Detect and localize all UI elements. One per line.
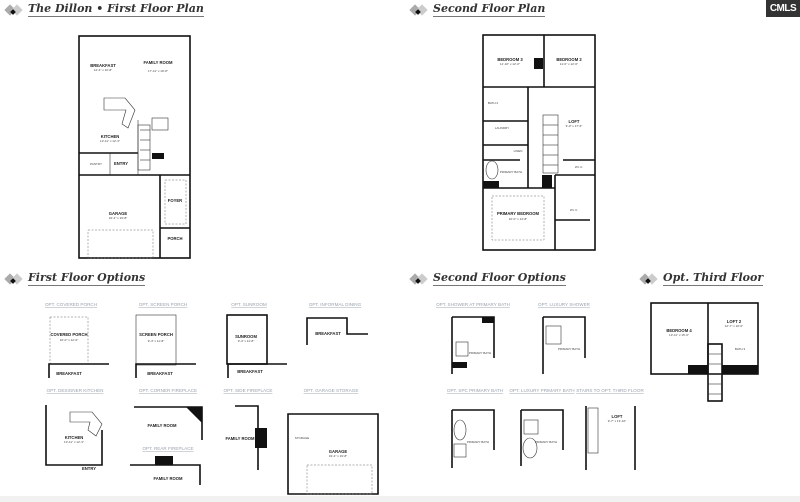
room-dimensions: 19'-4" x 19'-8" [109,216,127,220]
option-caption: STAIRS TO OPT. THIRD FLOOR [576,388,644,393]
second-floor-options: OPT. SHOWER AT PRIMARY BATH PRIMARY BATH… [436,302,644,470]
room-label: W.I.C. [575,165,583,169]
page-footer-strip [0,496,800,502]
room-dimensions: 12'-7" x 10'-0" [725,324,743,328]
room-label: KITCHEN [65,435,84,440]
section-title: First Floor Options [28,271,146,286]
option-caption: OPT. SPC PRIMARY BATH [447,388,503,393]
room-label: LINEN [514,149,523,153]
room-dimensions: 17'-11" x 19'-8" [148,69,168,73]
room-label: SCREEN PORCH [139,332,173,337]
room-label: FOYER [168,198,182,203]
first-floor-header: The Dillon • First Floor Plan [4,2,204,17]
room-label: BATH 3 [735,347,746,351]
room-label: PRIMARY BATH [467,440,489,444]
option-caption: OPT. SHOWER AT PRIMARY BATH [436,302,510,307]
option-caption: OPT. LUXURY PRIMARY BATH [509,388,574,393]
option-caption: OPT. LUXURY SHOWER [538,302,591,307]
room-dimensions: 9'-4" x 11'-8" [238,339,255,343]
room-dimensions: 9'-4" x 11'-8" [148,339,165,343]
room-label: ENTRY [82,466,96,471]
room-label: PRIMARY BATH [500,170,522,174]
second-floor-header: Second Floor Plan [409,2,546,17]
cmls-logo: CMLS [766,0,800,17]
room-dimensions: 14'-4" x 10'-8" [94,68,112,72]
room-label: PRIMARY BEDROOM [497,211,540,216]
room-label: FAMILY ROOM [225,436,255,441]
section-title: Second Floor Options [433,271,566,286]
second-options-header: Second Floor Options [409,271,566,286]
room-label: KITCHEN [101,134,120,139]
room-label: BREAKFAST [315,331,341,336]
section-title: The Dillon • First Floor Plan [28,2,204,17]
room-label: LAUNDRY [495,126,509,130]
third-floor-header: Opt. Third Floor [639,271,764,286]
option-caption: OPT. SCREEN PORCH [139,302,188,307]
room-label: COVERED PORCH [51,332,88,337]
room-label: BATH 2 [488,101,499,105]
room-label: FAMILY ROOM [153,476,183,481]
room-dimensions: 10'-0" x 12'-0" [60,338,78,342]
room-label: GARAGE [109,211,128,216]
option-caption: OPT. INFORMAL DINING [309,302,362,307]
room-label: LOFT [569,119,580,124]
room-label: SUNROOM [235,334,257,339]
room-label: STORAGE [295,436,310,440]
room-dimensions: 11'-10" x 12'-0" [500,62,520,66]
room-label: FAMILY ROOM [147,423,177,428]
option-caption: OPT. COVERED PORCH [45,302,97,307]
section-title: Opt. Third Floor [663,271,764,286]
room-label: PORCH [167,236,182,241]
room-label: BEDROOM 3 [497,57,523,62]
first-floor-plan: BREAKFAST 14'-4" x 10'-8" FAMILY ROOM 17… [78,35,191,259]
first-options-header: First Floor Options [4,271,146,286]
room-dimensions: 16'-0" x 14'-8" [509,217,527,221]
section-title: Second Floor Plan [433,2,546,17]
room-dimensions: 9'-7" x 13'-10" [608,419,626,423]
option-caption: OPT. GARAGE STORAGE [304,388,359,393]
room-dimensions: 13'-11" x 12'-3" [100,139,120,143]
room-label: BREAKFAST [90,63,116,68]
room-dimensions: 13'-11" x 12'-3" [64,440,84,444]
room-dimensions: 9'-0" x 17'-6" [566,124,583,128]
room-label: BREAKFAST [147,371,173,376]
room-dimensions: 11'-0" x 12'-0" [560,62,578,66]
room-label: W.I.C. [570,208,578,212]
option-caption: OPT. DESIGNER KITCHEN [47,388,104,393]
room-label: PANTRY [90,162,102,166]
room-label: BEDROOM 2 [556,57,582,62]
room-dimensions: 19'-4" x 19'-8" [329,454,347,458]
room-label: BREAKFAST [237,369,263,374]
option-caption: OPT. REAR FIREPLACE [142,446,193,451]
room-label: PRIMARY BATH [558,347,580,351]
room-label: BEDROOM 4 [666,328,692,333]
second-floor-plan: BEDROOM 3 11'-10" x 12'-0" BEDROOM 2 11'… [482,34,596,251]
room-label: PRIMARY BATH [469,351,491,355]
option-caption: OPT. SIDE FIREPLACE [223,388,272,393]
room-label: LOFT 2 [727,319,742,324]
room-label: FAMILY ROOM [143,60,173,65]
room-label: GARAGE [329,449,348,454]
room-dimensions: 13'-11" x 15'-0" [669,333,689,337]
option-caption: OPT. SUNROOM [231,302,267,307]
room-label: BREAKFAST [56,371,82,376]
room-label: LOFT [612,414,623,419]
first-floor-options: OPT. COVERED PORCH COVERED PORCH 10'-0" … [45,302,379,495]
room-label: PRIMARY BATH [535,440,557,444]
room-label: ENTRY [114,161,128,166]
option-caption: OPT. CORNER FIREPLACE [139,388,197,393]
third-floor-plan: BEDROOM 4 13'-11" x 15'-0" LOFT 2 12'-7"… [650,302,759,402]
